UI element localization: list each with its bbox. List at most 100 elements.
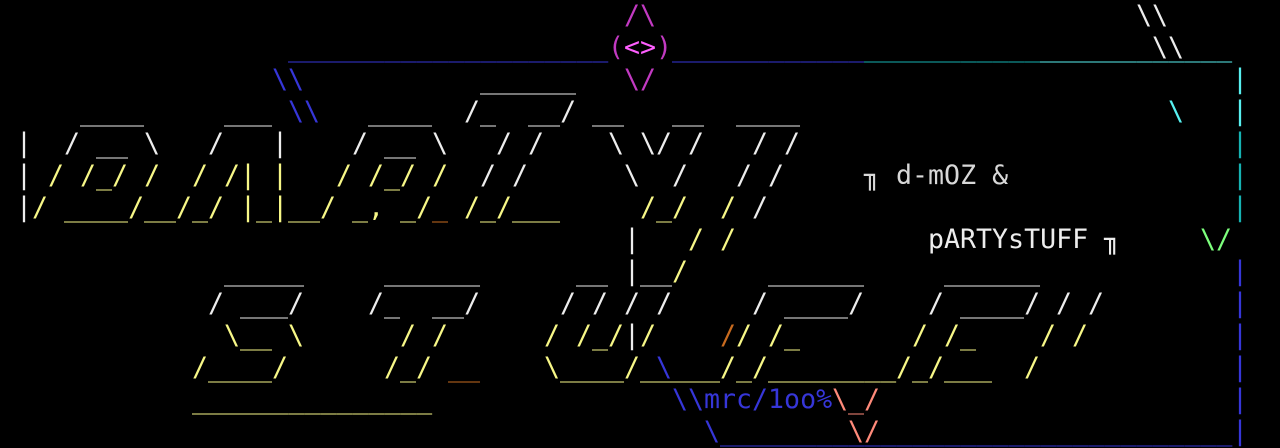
art-segment: / /_/ / xyxy=(336,160,449,191)
art-segment: / ___/ xyxy=(208,288,305,319)
right-border: | xyxy=(1232,288,1249,319)
art-segment: ______ xyxy=(944,256,1041,287)
art-segment: __ xyxy=(576,256,609,287)
art-segment: __ xyxy=(448,352,481,383)
art-segment: / xyxy=(720,192,737,223)
top-border-mid: ____________ xyxy=(672,32,865,63)
title-text: ╖ d-mOZ & xyxy=(864,160,1009,191)
art-segment: | xyxy=(624,320,641,351)
top-border-right: ____________ xyxy=(1040,32,1233,63)
right-border: | xyxy=(1232,416,1249,447)
art-segment: / /_/ / xyxy=(48,160,161,191)
art-segment: | xyxy=(16,128,33,159)
art-segment: / / xyxy=(688,224,737,255)
art-segment: | xyxy=(16,192,33,223)
diamond-ornament-right: ) xyxy=(656,32,673,63)
left-diagonal: \\ xyxy=(272,64,305,95)
art-segment: / /| | xyxy=(192,160,289,191)
art-segment: /_ __/ xyxy=(368,288,481,319)
art-segment: _____ xyxy=(224,256,305,287)
art-segment: ____ xyxy=(80,96,145,127)
art-segment: | xyxy=(624,256,641,287)
art-segment: / ____/ xyxy=(32,192,145,223)
art-segment: / xyxy=(1024,352,1041,383)
art-segment: / __ \ xyxy=(64,128,161,159)
art-segment: / xyxy=(720,320,737,351)
art-segment: ___ xyxy=(944,352,993,383)
art-segment: ______ xyxy=(384,256,481,287)
art-segment: | xyxy=(624,224,641,255)
signature-diagonal: \\ xyxy=(672,384,705,415)
down-arrow-salmon: \_/ xyxy=(832,384,881,415)
art-segment: / /_ xyxy=(736,320,801,351)
corner-flourish: \ xyxy=(1168,96,1185,127)
art-segment: __ xyxy=(288,192,321,223)
top-border-mid2: ___________ xyxy=(864,32,1041,63)
art-segment: _ xyxy=(432,192,449,223)
left-diagonal: \\ xyxy=(288,96,321,127)
art-segment: /____/ xyxy=(192,352,289,383)
art-segment: / ____/ xyxy=(928,288,1041,319)
art-segment: / __ \ xyxy=(352,128,449,159)
art-segment: / / xyxy=(736,160,785,191)
bottom-border: ________________________________ xyxy=(720,416,1233,447)
right-border: | xyxy=(1232,320,1249,351)
art-segment: \ / xyxy=(624,160,689,191)
art-segment: / / xyxy=(480,160,529,191)
right-border: | xyxy=(1232,352,1249,383)
art-segment: /_/ xyxy=(720,352,769,383)
art-segment: / / xyxy=(400,320,449,351)
down-arrow-green: \/ xyxy=(1200,224,1233,255)
diamond-ornament-left: ( xyxy=(608,32,625,63)
art-segment: __ xyxy=(592,96,625,127)
signature-diagonal: \ xyxy=(704,416,721,447)
art-segment: __ xyxy=(144,192,177,223)
art-segment: ____ xyxy=(736,96,801,127)
art-segment: ________ xyxy=(768,352,897,383)
art-segment: ______ xyxy=(480,64,577,95)
art-segment: / ____/ xyxy=(752,288,865,319)
art-segment: /_/ xyxy=(640,192,689,223)
corner-flourish: \\ xyxy=(1136,0,1169,31)
art-segment: / xyxy=(752,192,769,223)
subtitle-text: pARTYsTUFF ╖ xyxy=(928,224,1121,255)
down-arrow-salmon: \/ xyxy=(848,416,881,447)
art-segment: \ \/ / xyxy=(608,128,705,159)
art-segment: | xyxy=(16,160,33,191)
art-segment: _______________ xyxy=(192,384,433,415)
art-segment: /_/ xyxy=(464,192,513,223)
diamond-ornament-top: /\ xyxy=(624,0,657,31)
right-border: | xyxy=(1232,64,1249,95)
art-segment: _____ xyxy=(640,352,721,383)
art-segment: / _, _/ xyxy=(320,192,433,223)
art-segment: / xyxy=(672,256,689,287)
right-border: | xyxy=(1232,256,1249,287)
art-segment: __ xyxy=(640,256,673,287)
art-segment: /_/ xyxy=(896,352,945,383)
artist-credit: mrc/1oo% xyxy=(704,384,833,415)
right-border: | xyxy=(1232,160,1249,191)
art-segment: / / xyxy=(752,128,801,159)
art-segment: \____/ xyxy=(544,352,641,383)
art-segment: __ xyxy=(672,96,705,127)
art-segment: \__ \ xyxy=(224,320,305,351)
art-segment: / /_ xyxy=(912,320,977,351)
art-segment: / / xyxy=(496,128,545,159)
right-border: | xyxy=(1232,128,1249,159)
right-border: | xyxy=(1232,96,1249,127)
right-border: | xyxy=(1232,192,1249,223)
signature-diagonal: \ xyxy=(656,352,673,383)
art-segment: ______ xyxy=(768,256,865,287)
corner-flourish: \\ xyxy=(1152,32,1185,63)
art-segment: /_/ |_| xyxy=(176,192,289,223)
art-segment: ___ xyxy=(512,192,561,223)
art-segment: / / xyxy=(1040,320,1089,351)
art-segment: ___ xyxy=(224,96,273,127)
diamond-ornament-bottom: \/ xyxy=(624,64,657,95)
right-border: | xyxy=(1232,384,1249,415)
art-segment: /_/ xyxy=(384,352,433,383)
art-segment: / xyxy=(208,128,225,159)
top-border-left: ____________________ xyxy=(288,32,609,63)
art-segment: / / / / xyxy=(560,288,673,319)
